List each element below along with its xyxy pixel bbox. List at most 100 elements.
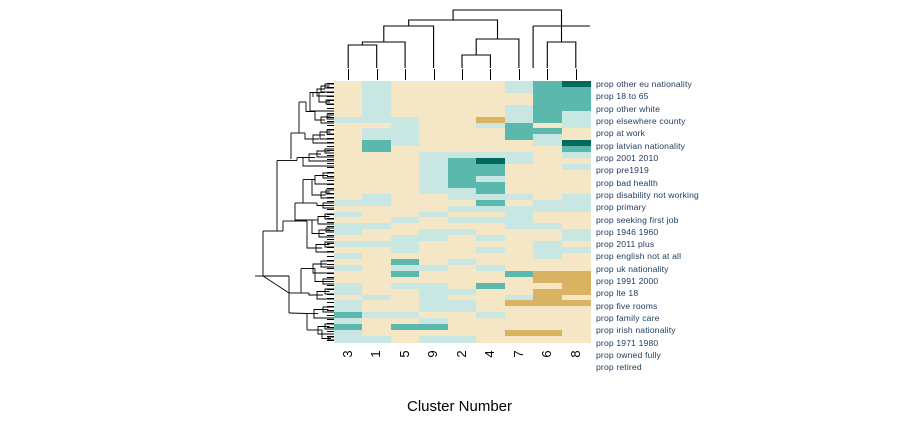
heatmap-cell — [362, 122, 392, 130]
heatmap-cell — [476, 270, 506, 278]
heatmap-cell — [419, 86, 449, 94]
heatmap-cell — [476, 211, 506, 219]
column-tick — [575, 69, 577, 80]
heatmap-cell — [362, 258, 392, 266]
heatmap-cell — [561, 258, 591, 266]
heatmap-cell — [561, 205, 591, 213]
heatmap-cell — [390, 258, 420, 266]
heatmap-cell — [561, 241, 591, 248]
heatmap-cell — [504, 229, 534, 236]
heatmap-cell — [447, 104, 477, 112]
row-label: prop latvian nationality — [596, 140, 686, 151]
heatmap-row — [334, 140, 591, 147]
column-label-6: 6 — [539, 350, 555, 358]
heatmap-cell — [334, 306, 364, 313]
row-tick — [327, 280, 334, 282]
heatmap-cell — [419, 92, 449, 100]
heatmap-cell — [476, 169, 506, 177]
heatmap-cell — [390, 158, 420, 165]
row-tick — [327, 255, 334, 257]
heatmap-cell — [476, 187, 506, 195]
heatmap-cell — [504, 81, 534, 88]
heatmap-cell — [533, 229, 563, 236]
heatmap-cell — [476, 318, 506, 325]
row-label: prop 2001 2010 — [596, 152, 659, 163]
heatmap-cell — [476, 146, 506, 153]
heatmap-cell — [334, 276, 364, 284]
row-label: prop bad health — [596, 177, 658, 188]
heatmap-cell — [504, 318, 534, 325]
heatmap-row — [334, 253, 591, 260]
heatmap-cell — [504, 336, 534, 343]
heatmap-cell — [504, 324, 534, 331]
heatmap-cell — [533, 175, 563, 183]
heatmap-cell — [334, 193, 364, 201]
heatmap-cell — [476, 336, 506, 343]
heatmap-cell — [390, 282, 420, 290]
heatmap-cell — [447, 175, 477, 183]
heatmap-cell — [419, 158, 449, 165]
row-tick-marks — [327, 81, 334, 342]
heatmap-cell — [533, 146, 563, 153]
heatmap-cell — [334, 175, 364, 183]
heatmap-cell — [419, 140, 449, 147]
heatmap-cell — [447, 116, 477, 124]
column-label-3: 3 — [340, 350, 356, 358]
heatmap-cell — [476, 330, 506, 337]
heatmap-cell — [362, 294, 392, 302]
heatmap-cell — [390, 116, 420, 124]
heatmap-cell — [334, 247, 364, 254]
heatmap-cell — [419, 152, 449, 159]
row-dendrogram — [255, 83, 334, 341]
column-label-2: 2 — [453, 350, 469, 358]
row-label: prop disability not working — [596, 189, 699, 200]
heatmap-cell — [504, 282, 534, 290]
row-tick — [327, 213, 334, 215]
heatmap-cell — [390, 140, 420, 147]
heatmap-cell — [533, 223, 563, 230]
row-label: prop elsewhere county — [596, 115, 686, 126]
heatmap-cell — [504, 181, 534, 189]
row-tick — [327, 175, 334, 177]
heatmap-cell — [476, 241, 506, 248]
heatmap-row — [334, 217, 591, 224]
row-label: prop 18 to 65 — [596, 91, 649, 102]
row-tick — [327, 327, 334, 329]
column-label-8: 8 — [567, 350, 583, 358]
heatmap-cell — [362, 92, 392, 100]
row-tick — [327, 137, 334, 139]
heatmap-cell — [504, 288, 534, 296]
row-tick — [327, 91, 334, 93]
heatmap-cell — [504, 140, 534, 147]
row-tick — [327, 243, 334, 245]
heatmap-cell — [447, 264, 477, 272]
heatmap-cell — [504, 199, 534, 207]
row-tick — [327, 230, 334, 232]
heatmap-cell — [447, 110, 477, 118]
heatmap-cell — [362, 128, 392, 135]
heatmap-cell — [476, 294, 506, 302]
heatmap-cell — [362, 146, 392, 153]
heatmap-cell — [334, 282, 364, 290]
heatmap-cell — [334, 169, 364, 177]
heatmap-cell — [447, 312, 477, 319]
column-tick — [490, 69, 492, 80]
heatmap-row — [334, 294, 591, 302]
heatmap-cell — [533, 152, 563, 159]
heatmap-cell — [476, 282, 506, 290]
row-tick — [327, 179, 334, 181]
heatmap-cell — [362, 270, 392, 278]
heatmap-cell — [390, 211, 420, 219]
heatmap-cell — [476, 247, 506, 254]
heatmap-row — [334, 282, 591, 290]
heatmap-cell — [362, 241, 392, 248]
heatmap-row — [334, 270, 591, 278]
heatmap-cell — [504, 247, 534, 254]
row-tick — [327, 272, 334, 274]
heatmap-cell — [390, 288, 420, 296]
row-tick — [327, 112, 334, 114]
heatmap-cell — [419, 122, 449, 130]
heatmap-cell — [419, 187, 449, 195]
heatmap-cell — [476, 217, 506, 224]
heatmap-cell — [533, 199, 563, 207]
